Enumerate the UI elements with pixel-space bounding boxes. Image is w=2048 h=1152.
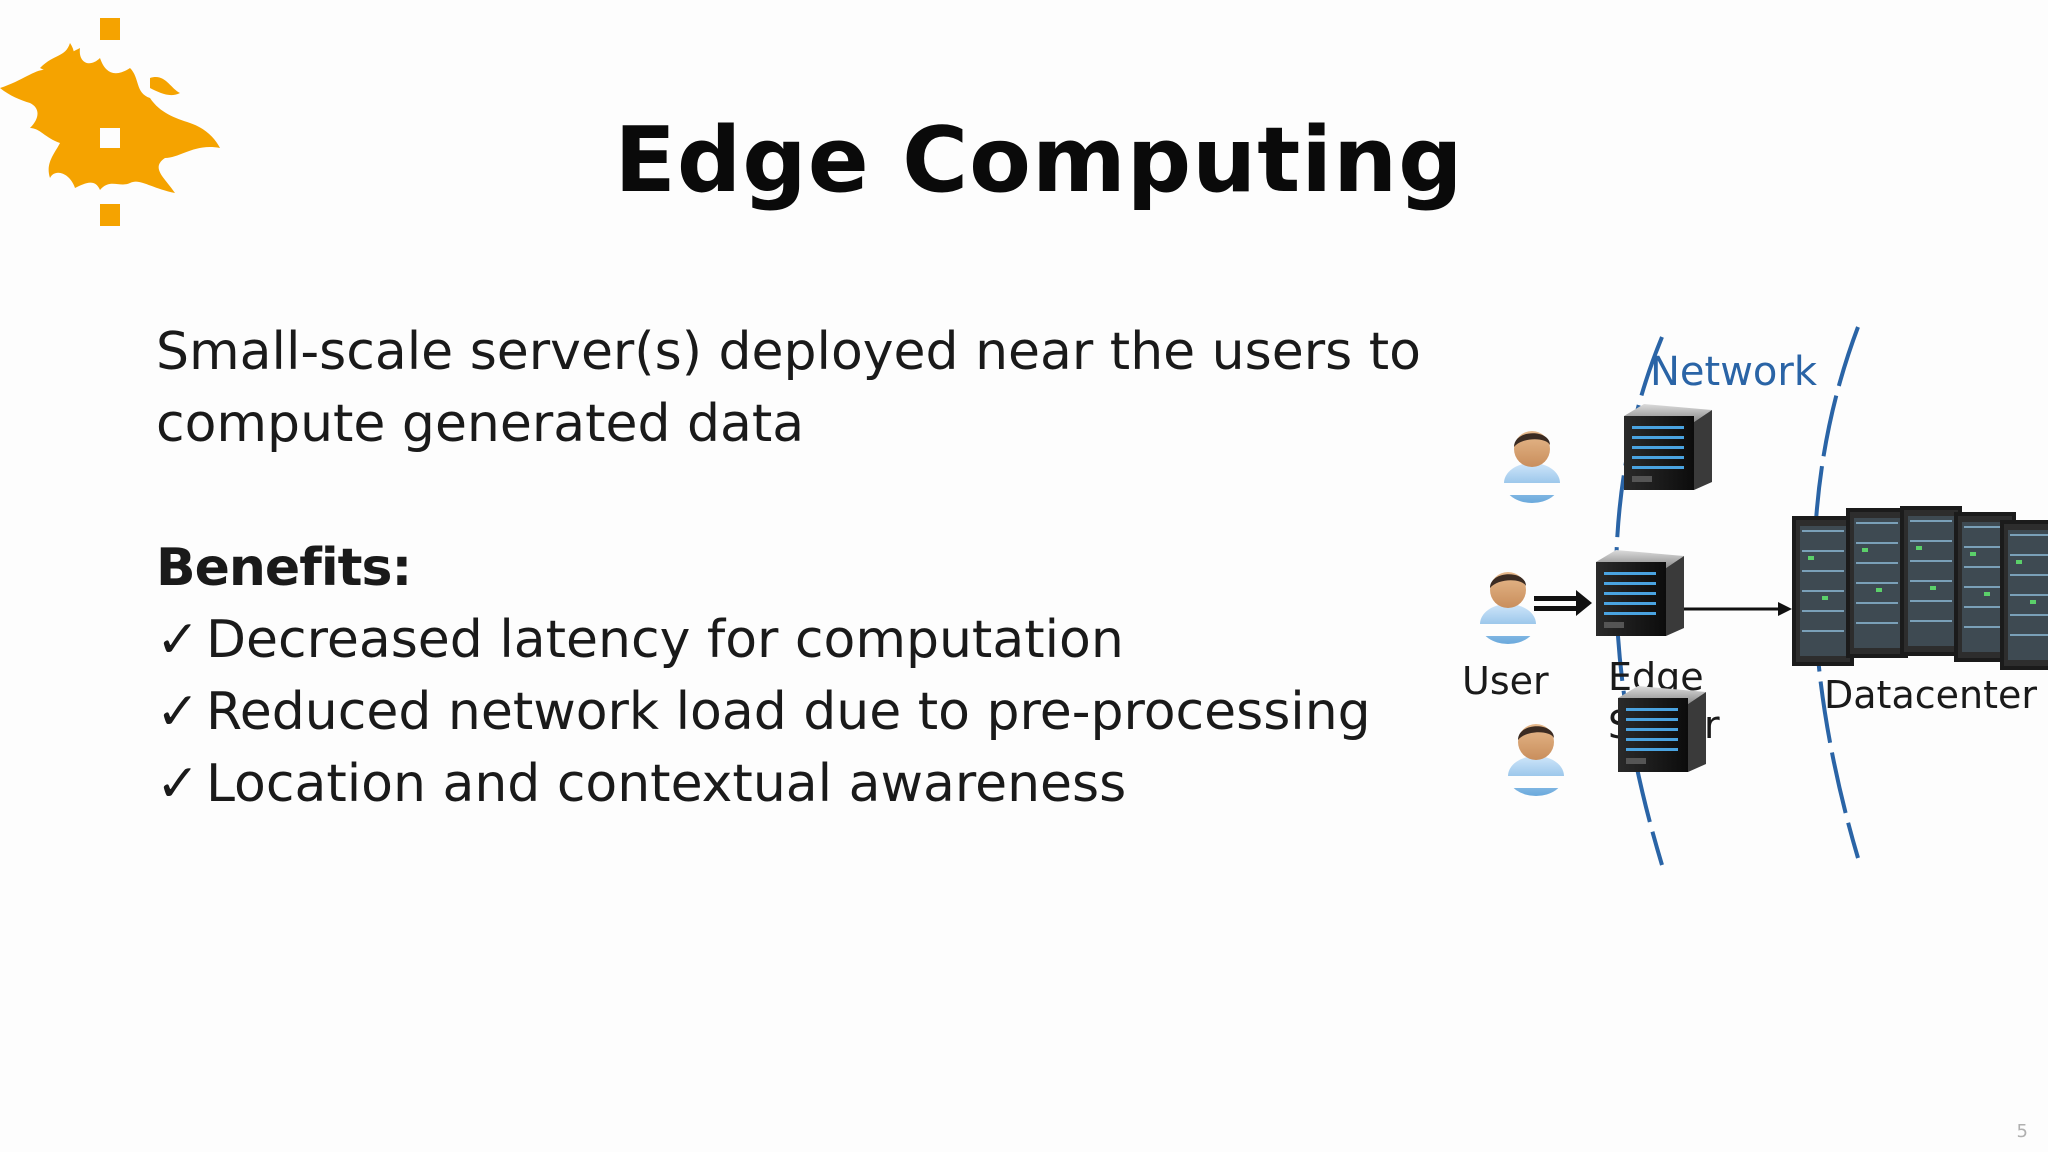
user-label: User xyxy=(1462,659,1549,703)
datacenter-label: Datacenter xyxy=(1824,673,2037,717)
server-icon xyxy=(1618,686,1706,772)
benefit-item: ✓Decreased latency for computation xyxy=(156,604,1456,676)
body-text: Small-scale server(s) deployed near the … xyxy=(156,316,1456,820)
check-icon: ✓ xyxy=(156,682,200,742)
arrow-icon xyxy=(1534,590,1592,616)
datacenter-icon xyxy=(1792,506,2048,670)
user-icon xyxy=(1504,431,1560,503)
intro-line-1: Small-scale server(s) deployed near the … xyxy=(156,322,1421,382)
user-icon xyxy=(1508,724,1564,796)
check-icon: ✓ xyxy=(156,610,200,670)
benefit-item: ✓Reduced network load due to pre-process… xyxy=(156,676,1456,748)
university-logo-icon xyxy=(0,18,220,226)
slide-title: Edge Computing xyxy=(614,108,1464,213)
intro-line-2: compute generated data xyxy=(156,394,805,454)
edge-diagram: Network User Edge S r Dat xyxy=(1462,326,2048,866)
benefit-item: ✓Location and contextual awareness xyxy=(156,748,1456,820)
page-number: 5 xyxy=(2016,1121,2028,1142)
user-icon xyxy=(1480,572,1536,644)
benefits-heading: Benefits: xyxy=(156,538,412,598)
check-icon: ✓ xyxy=(156,754,200,814)
edge-server-label-partial-right: r xyxy=(1704,703,1720,747)
arrow-icon xyxy=(1684,602,1792,616)
server-icon xyxy=(1596,550,1684,636)
network-label: Network xyxy=(1650,349,1818,395)
server-icon xyxy=(1624,404,1712,490)
